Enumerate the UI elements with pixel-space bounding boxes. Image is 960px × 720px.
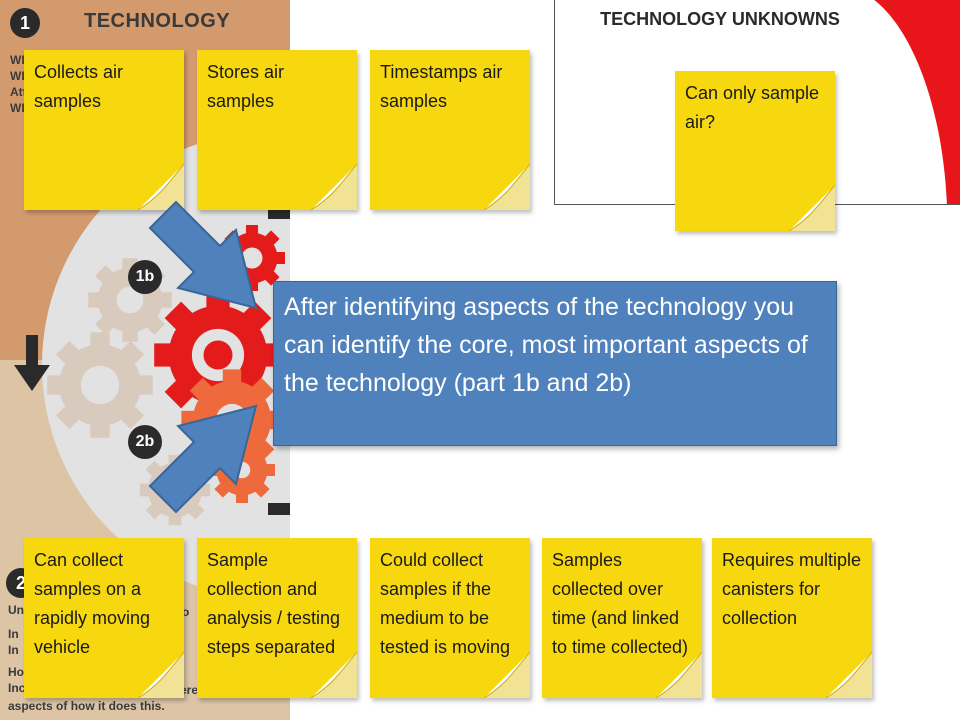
sticky-note-canisters: Requires multiple canisters for collecti… [712, 538, 872, 698]
page-curl-icon [138, 164, 184, 210]
page-curl-icon [656, 652, 702, 698]
page-curl-icon [311, 652, 357, 698]
explanation-callout: After identifying aspects of the technol… [273, 281, 837, 446]
page-curl-icon [484, 164, 530, 210]
faded-line: In [8, 627, 19, 641]
divider-mark [268, 503, 290, 515]
faded-line: Att [10, 85, 27, 99]
sticky-note-collects: Collects air samples [24, 50, 184, 210]
arrow-to-1b-icon [148, 200, 258, 310]
page-curl-icon [484, 652, 530, 698]
sticky-note-text: Can collect samples on a rapidly moving … [34, 550, 151, 657]
sticky-note-text: Requires multiple canisters for collecti… [722, 550, 862, 628]
faded-line: Inc [8, 681, 26, 695]
faded-line: Un [8, 603, 24, 617]
sticky-note-timestamps: Timestamps air samples [370, 50, 530, 210]
sticky-note-moving-vehicle: Can collect samples on a rapidly moving … [24, 538, 184, 698]
sticky-note-steps-separated: Sample collection and analysis / testing… [197, 538, 357, 698]
faded-footer-text: aspects of how it does this. [8, 699, 165, 713]
page-curl-icon [789, 185, 835, 231]
sticky-note-medium-moving: Could collect samples if the medium to b… [370, 538, 530, 698]
page-curl-icon [138, 652, 184, 698]
page-curl-icon [311, 164, 357, 210]
sticky-note-text: Stores air samples [207, 62, 285, 111]
faded-line: In [8, 643, 19, 657]
page-curl-icon [826, 652, 872, 698]
down-arrow-icon [14, 335, 50, 391]
sticky-note-text: Could collect samples if the medium to b… [380, 550, 511, 657]
faded-line: Ho [8, 665, 24, 679]
sticky-note-over-time: Samples collected over time (and linked … [542, 538, 702, 698]
faded-line: WI [10, 69, 25, 83]
sticky-note-stores: Stores air samples [197, 50, 357, 210]
step-1b-badge: 1b [128, 260, 162, 294]
sticky-note-text: Sample collection and analysis / testing… [207, 550, 341, 657]
sticky-note-text: Can only sample air? [685, 83, 820, 132]
sticky-note-text: Samples collected over time (and linked … [552, 550, 689, 657]
unknowns-title: TECHNOLOGY UNKNOWNS [600, 9, 840, 29]
sticky-note-text: Timestamps air samples [380, 62, 503, 111]
faded-fragment: o [182, 605, 190, 619]
callout-text: After identifying aspects of the technol… [284, 293, 808, 397]
faded-line: WI [10, 53, 25, 67]
red-corner-shape [874, 0, 960, 204]
sticky-note-text: Collects air samples [34, 62, 124, 111]
arrow-to-2b-icon [148, 404, 258, 514]
step-2b-badge: 2b [128, 425, 162, 459]
faded-line: WI [10, 101, 25, 115]
divider-mark [268, 207, 290, 219]
section-1-number: 1 [10, 8, 40, 38]
sticky-note-unknown: Can only sample air? [675, 71, 835, 231]
section-1-title: TECHNOLOGY [84, 10, 231, 32]
